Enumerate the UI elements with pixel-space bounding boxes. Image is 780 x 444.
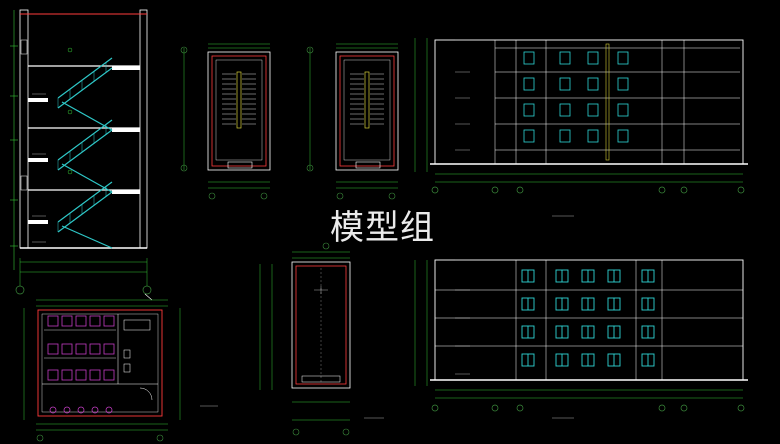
- toilet-plan: [23, 299, 218, 442]
- stair-roof-plan: [259, 242, 384, 436]
- stair-section: [10, 9, 153, 301]
- stair-plan-lower: [306, 43, 399, 200]
- stair-plan-upper: [180, 43, 271, 200]
- front-elevation: [414, 259, 748, 419]
- rear-elevation: [414, 38, 748, 217]
- watermark-text: 模型组: [330, 208, 435, 248]
